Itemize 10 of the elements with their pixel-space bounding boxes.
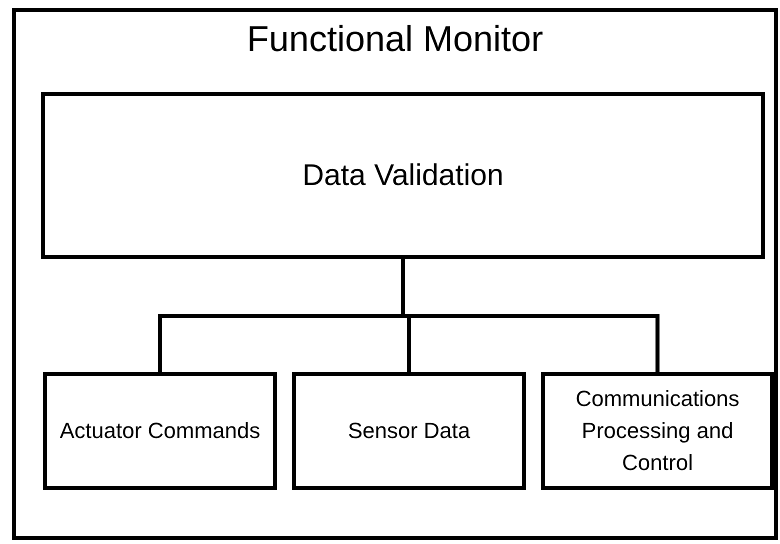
- node-label: Data Validation: [301, 158, 505, 194]
- node-title: Functional Monitor: [246, 17, 544, 61]
- node-label: Communications Processing and Control: [574, 385, 740, 477]
- process-box: [43, 372, 277, 490]
- process-box: [292, 372, 526, 490]
- node-label: Sensor Data: [346, 417, 472, 445]
- process-box: [541, 372, 774, 490]
- node-label: Actuator Commands: [58, 417, 262, 445]
- container-box: [12, 8, 778, 540]
- process-box: [41, 92, 765, 259]
